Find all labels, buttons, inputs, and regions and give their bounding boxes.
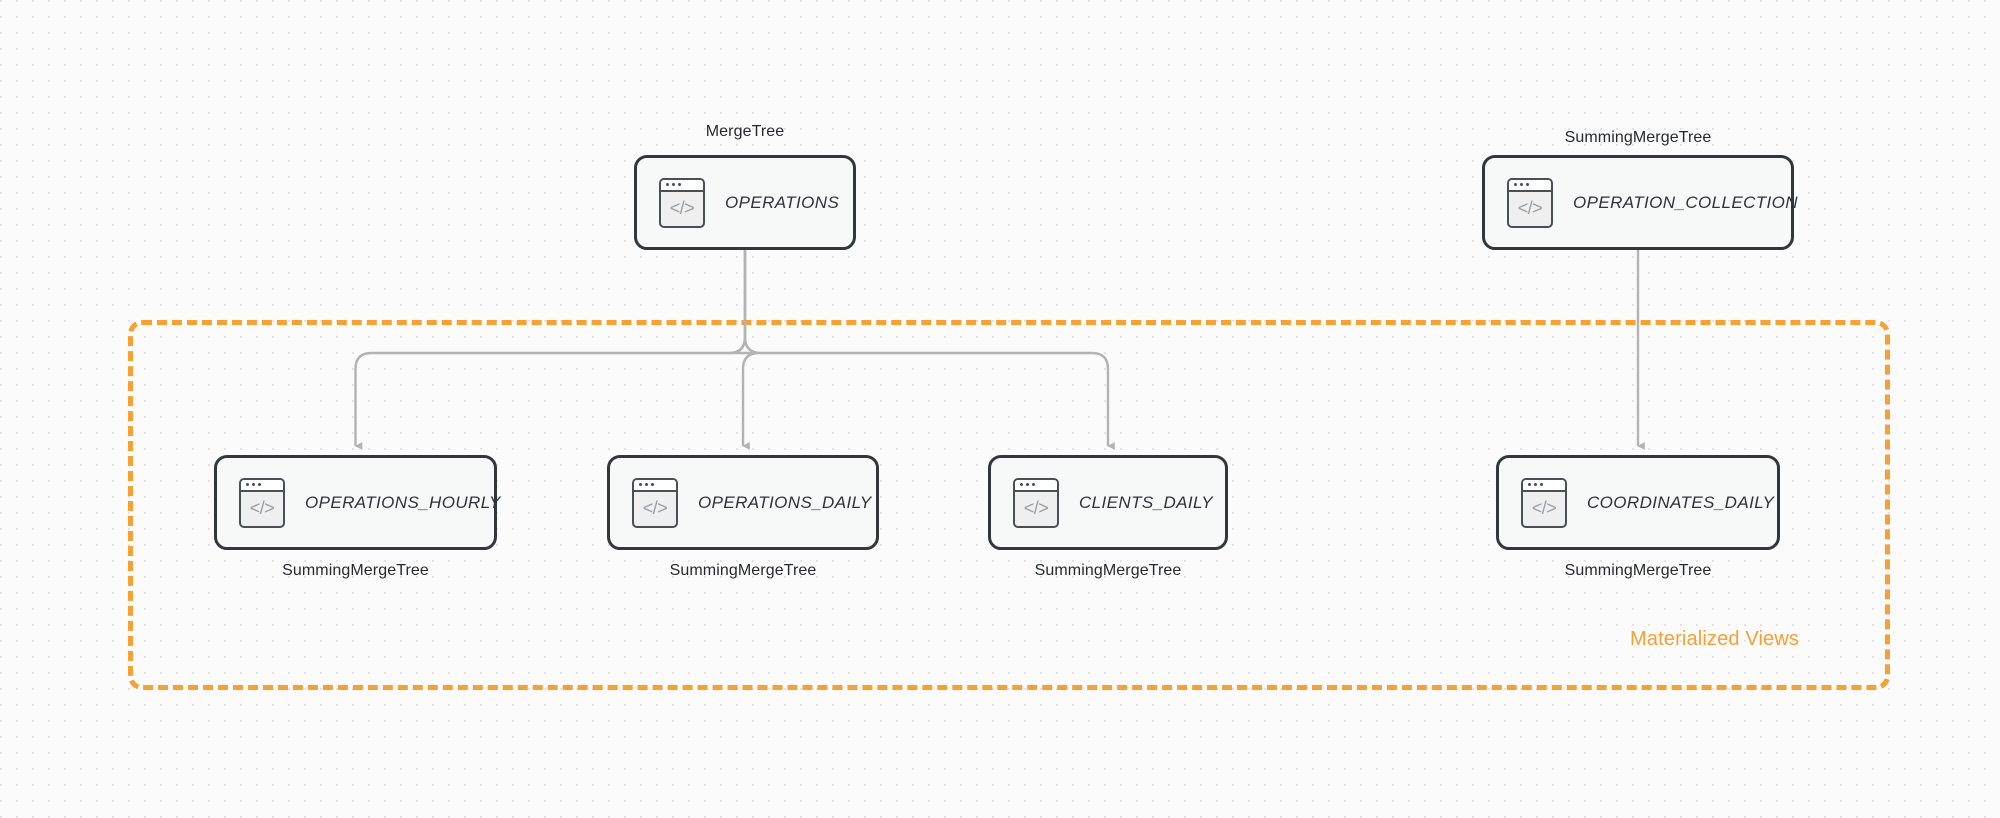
window-titlebar xyxy=(1523,479,1565,492)
engine-label-operations-daily: SummingMergeTree xyxy=(669,562,817,579)
window-dot xyxy=(672,183,675,186)
code-window-icon: </> xyxy=(1521,477,1567,528)
engine-label-operations: MergeTree xyxy=(705,123,785,140)
window-titlebar xyxy=(1015,479,1057,492)
window-dot xyxy=(639,483,642,486)
table-node-operation-collection[interactable]: </> OPERATION_COLLECTION xyxy=(1482,155,1798,250)
engine-label-operation-collection: SummingMergeTree xyxy=(1564,129,1712,146)
window-titlebar xyxy=(241,479,283,492)
table-name-label: OPERATIONS xyxy=(725,192,840,212)
code-window-icon: </> xyxy=(239,477,285,528)
code-window-icon: </> xyxy=(632,477,678,528)
table-name-label: OPERATIONS_DAILY xyxy=(698,492,872,512)
window-dot xyxy=(1534,483,1537,486)
table-node-operations-hourly[interactable]: </> OPERATIONS_HOURLY xyxy=(214,455,500,550)
window-dot xyxy=(651,483,654,486)
code-glyph: </> xyxy=(642,498,668,518)
window-dot xyxy=(1526,183,1529,186)
window-titlebar xyxy=(661,179,703,192)
code-glyph: </> xyxy=(669,198,695,218)
window-dot xyxy=(1026,483,1029,486)
code-glyph: </> xyxy=(1023,498,1049,518)
window-dot xyxy=(1520,183,1523,186)
table-name-label: COORDINATES_DAILY xyxy=(1587,492,1775,512)
window-dot xyxy=(1032,483,1035,486)
window-dot xyxy=(1540,483,1543,486)
window-dot xyxy=(1514,183,1517,186)
window-dot xyxy=(1020,483,1023,486)
engine-label-clients-daily: SummingMergeTree xyxy=(1034,562,1182,579)
window-titlebar xyxy=(1509,179,1551,192)
table-name-label: CLIENTS_DAILY xyxy=(1079,492,1214,512)
engine-label-operations-hourly: SummingMergeTree xyxy=(282,562,429,579)
table-name-label: OPERATIONS_HOURLY xyxy=(305,492,501,512)
code-glyph: </> xyxy=(1517,198,1543,218)
engine-label-coordinates-daily: SummingMergeTree xyxy=(1564,562,1712,579)
window-dot xyxy=(666,183,669,186)
table-node-operations[interactable]: </> OPERATIONS xyxy=(634,155,856,250)
code-glyph: </> xyxy=(1531,498,1557,518)
window-dot xyxy=(246,483,249,486)
window-titlebar xyxy=(634,479,676,492)
code-glyph: </> xyxy=(249,498,275,518)
window-dot xyxy=(645,483,648,486)
window-dot xyxy=(678,183,681,186)
code-window-icon: </> xyxy=(1507,177,1553,228)
materialized-views-caption: Materialized Views xyxy=(1630,628,1800,650)
code-window-icon: </> xyxy=(1013,477,1059,528)
table-node-operations-daily[interactable]: </> OPERATIONS_DAILY xyxy=(607,455,879,550)
table-node-coordinates-daily[interactable]: </> COORDINATES_DAILY xyxy=(1496,455,1780,550)
code-window-icon: </> xyxy=(659,177,705,228)
window-dot xyxy=(1528,483,1531,486)
table-name-label: OPERATION_COLLECTION xyxy=(1573,192,1798,212)
table-node-clients-daily[interactable]: </> CLIENTS_DAILY xyxy=(988,455,1228,550)
window-dot xyxy=(258,483,261,486)
window-dot xyxy=(252,483,255,486)
